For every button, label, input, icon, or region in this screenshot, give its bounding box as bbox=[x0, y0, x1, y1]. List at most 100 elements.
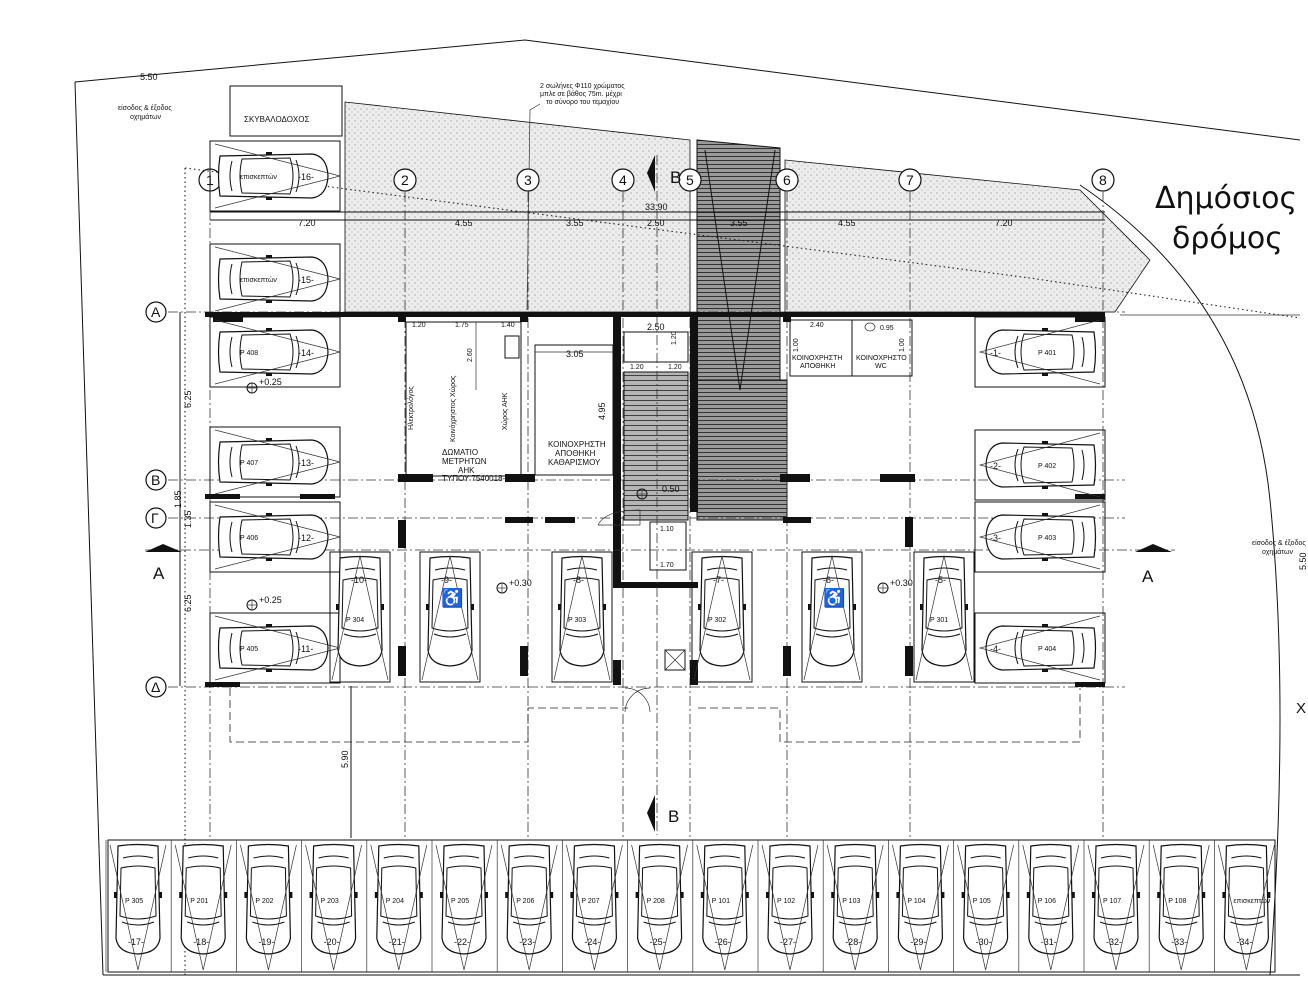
parking-bay-number: -3- bbox=[990, 533, 1001, 543]
car-icon bbox=[807, 555, 857, 667]
cut-label-x: Χ bbox=[1296, 700, 1306, 717]
road-label-line2: δρόμος bbox=[1172, 221, 1283, 256]
parking-bay-number: -2- bbox=[990, 461, 1001, 471]
parking-bay: P 108-33- bbox=[1148, 840, 1210, 972]
parking-bay-number: -11- bbox=[298, 644, 313, 654]
dim-v-135: 1.35 bbox=[183, 510, 193, 528]
parking-bay-number: -12- bbox=[298, 533, 314, 543]
parking-bay: P 104-29- bbox=[888, 840, 949, 972]
common-wc-line2: WC bbox=[875, 363, 887, 370]
accessible-parking-icon: ♿ bbox=[441, 587, 463, 608]
parking-bay-number: -31- bbox=[1041, 937, 1057, 947]
dim-right-550: 5.50 bbox=[1298, 552, 1308, 570]
parking-bay-number: -19- bbox=[258, 937, 274, 947]
dim-250-core: 2.50 bbox=[647, 322, 665, 332]
road-label-line1: Δημόσιος bbox=[1155, 181, 1297, 216]
meter-room-line4: ΤΥΠΟΥ 7540018-5 bbox=[442, 474, 510, 483]
car-icon bbox=[557, 555, 607, 667]
grid-column-marker: 3 bbox=[516, 168, 540, 192]
parking-bay-tag: P 405 bbox=[240, 646, 258, 653]
dim-v-625-bottom: 6.25 bbox=[183, 594, 193, 612]
level-025-a: +0.25 bbox=[259, 377, 282, 387]
parking-bay-number: -28- bbox=[845, 937, 861, 947]
parking-bay-tag: P 403 bbox=[1038, 535, 1056, 542]
dim-455-left: 4.55 bbox=[455, 218, 473, 228]
entrance-right-line1: είσοδος & έξοδος bbox=[1252, 539, 1306, 547]
parking-bay: -9-♿ bbox=[419, 551, 481, 683]
grid-column-marker: 7 bbox=[898, 168, 922, 192]
level-markers: +0.25 +0.25 +0.30 +0.30 0.50 bbox=[246, 377, 913, 611]
parking-bays-center: -10-P 304-9-♿-8-P 303-7-P 302-6-♿-5-P 30… bbox=[329, 551, 975, 683]
entrance-left-line2: οχημάτων bbox=[130, 113, 161, 121]
parking-bay-number: -5- bbox=[935, 575, 946, 585]
parking-bay-number: -6- bbox=[823, 575, 834, 585]
parking-bay: P 408-14- bbox=[209, 316, 341, 388]
landscaped-area-right bbox=[784, 159, 1151, 313]
grid-column-label: 8 bbox=[1099, 172, 1107, 188]
dim-175: 1.75 bbox=[455, 322, 469, 329]
parking-bay: P 207-24- bbox=[562, 840, 623, 972]
parking-bay-number: -13- bbox=[298, 458, 314, 468]
grid-row-marker: Β bbox=[145, 469, 167, 491]
section-a-left: Α bbox=[153, 564, 165, 583]
meter-room: 1.20 1.75 1.40 2.60 Ηλεκτρολόγος Κοινόχρ… bbox=[405, 321, 522, 483]
dim-170: 1.70 bbox=[660, 562, 674, 569]
parking-bay-tag: P 302 bbox=[708, 617, 726, 624]
plumbing-space-label: Κοινόχρηστος Χώρος bbox=[449, 375, 457, 442]
parking-bay-tag: P 105 bbox=[973, 898, 991, 905]
parking-bay: επισκεπτών-34- bbox=[1214, 840, 1275, 972]
ramp-lower bbox=[696, 379, 788, 521]
parking-bay-tag: P 106 bbox=[1038, 898, 1056, 905]
parking-bay-tag: P 407 bbox=[240, 460, 258, 467]
parking-bay-number: -22- bbox=[454, 937, 470, 947]
landscaped-area-left bbox=[344, 101, 691, 313]
parking-bay-number: -18- bbox=[193, 937, 209, 947]
parking-bay: P 105-30- bbox=[953, 840, 1014, 972]
parking-bay-tag: P 201 bbox=[190, 898, 208, 905]
common-store-line1: ΚΟΙΝΟΧΡΗΣΤΗ bbox=[792, 355, 842, 362]
grid-column-label: 5 bbox=[686, 172, 694, 188]
grid-row-marker: Δ bbox=[145, 676, 167, 698]
parking-bay: P 202-19- bbox=[236, 840, 297, 972]
parking-bay-tag: P 108 bbox=[1168, 898, 1186, 905]
parking-bay: επισκεπτών-15- bbox=[209, 243, 341, 315]
parking-bay-number: -1- bbox=[990, 348, 1001, 358]
parking-bay-tag: επισκεπτών bbox=[240, 276, 277, 284]
parking-bay-number: -29- bbox=[910, 937, 926, 947]
parking-bay-tag: P 406 bbox=[240, 535, 258, 542]
dim-140: 1.40 bbox=[501, 322, 515, 329]
parking-bay-number: -20- bbox=[324, 937, 340, 947]
dim-720-left: 7.20 bbox=[298, 218, 316, 228]
section-b-top: Β bbox=[670, 168, 681, 187]
parking-bay: -3- P 403 bbox=[974, 501, 1106, 573]
parking-bay: P 205-22- bbox=[431, 840, 493, 972]
parking-bay: επισκεπτών-16- bbox=[209, 140, 341, 212]
grid-column-label: 2 bbox=[401, 172, 409, 188]
parking-bay: P 407 -13- bbox=[209, 426, 341, 498]
car-icon bbox=[697, 555, 747, 667]
parking-bay: P 305-17- bbox=[105, 840, 167, 972]
dim-095: 0.95 bbox=[880, 325, 894, 332]
parking-bay-tag: P 301 bbox=[930, 617, 948, 624]
accessible-parking-icon: ♿ bbox=[823, 587, 845, 608]
pipe-note: 2 σωλήνες Φ110 χρώματος μπλε σε βάθος 75… bbox=[526, 82, 625, 311]
grid-column-label: 3 bbox=[524, 172, 532, 188]
electrical-room-label: Ηλεκτρολόγος bbox=[407, 386, 415, 430]
parking-bay: P 405 -11- bbox=[209, 612, 341, 684]
entrance-right-line2: οχημάτων bbox=[1262, 548, 1293, 556]
parking-bay-number: -26- bbox=[715, 937, 731, 947]
car-icon bbox=[425, 555, 475, 667]
parking-bay-tag: P 303 bbox=[568, 617, 586, 624]
level-050: 0.50 bbox=[662, 484, 680, 494]
parking-bay-tag: P 305 bbox=[125, 898, 143, 905]
site-boundary bbox=[74, 39, 1301, 976]
parking-bay-number: -34- bbox=[1236, 937, 1252, 947]
dim-495: 4.95 bbox=[597, 402, 607, 420]
cleaning-store: 3.05 4.95 ΚΟΙΝΟΧΡΗΣΤΗ ΑΠΟΘΗΚΗ ΚΑΘΑΡΙΣΜΟΥ bbox=[534, 344, 614, 476]
grid-row-label: Γ bbox=[151, 510, 159, 526]
car-icon bbox=[335, 555, 385, 667]
parking-bay-tag: P 204 bbox=[386, 898, 404, 905]
grid-column-marker: 4 bbox=[611, 168, 635, 192]
parking-bay-number: -21- bbox=[389, 937, 405, 947]
